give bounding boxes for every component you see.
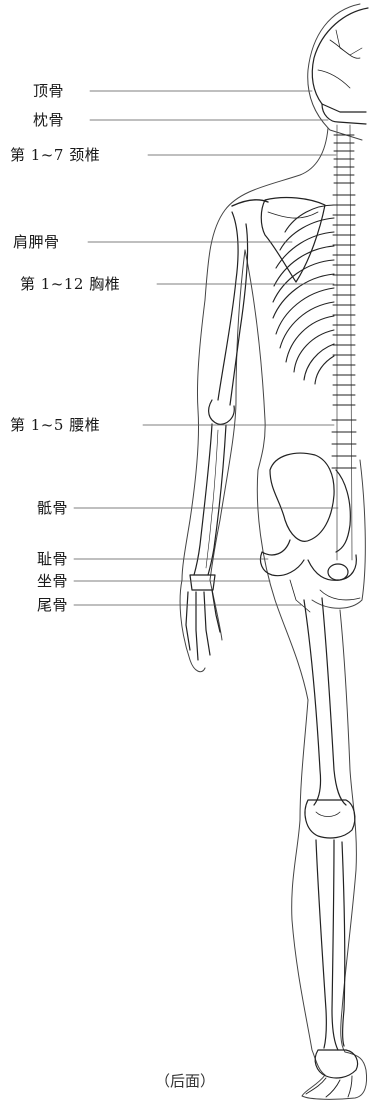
label-pubis: 耻骨 [37, 550, 68, 568]
arm-bones [186, 212, 248, 660]
vertebrae [332, 135, 356, 468]
figure-caption: （后面） [0, 1070, 370, 1091]
leg-bones [304, 598, 358, 1097]
label-parietal-bone: 顶骨 [33, 82, 64, 100]
ribs [273, 205, 334, 384]
leader-lines [74, 91, 338, 605]
label-scapula: 肩胛骨 [13, 233, 60, 251]
label-sacrum: 骶骨 [37, 499, 68, 517]
label-cervical-vertebrae: 第 1~7 颈椎 [10, 146, 100, 164]
spine [332, 125, 356, 560]
label-ischium: 坐骨 [37, 572, 68, 590]
label-thoracic-vertebrae: 第 1~12 胸椎 [20, 275, 120, 293]
label-coccyx: 尾骨 [37, 596, 68, 614]
label-occipital-bone: 枕骨 [33, 111, 64, 129]
label-lumbar-vertebrae: 第 1~5 腰椎 [10, 416, 100, 434]
pelvis [260, 453, 360, 612]
skull [312, 8, 368, 124]
